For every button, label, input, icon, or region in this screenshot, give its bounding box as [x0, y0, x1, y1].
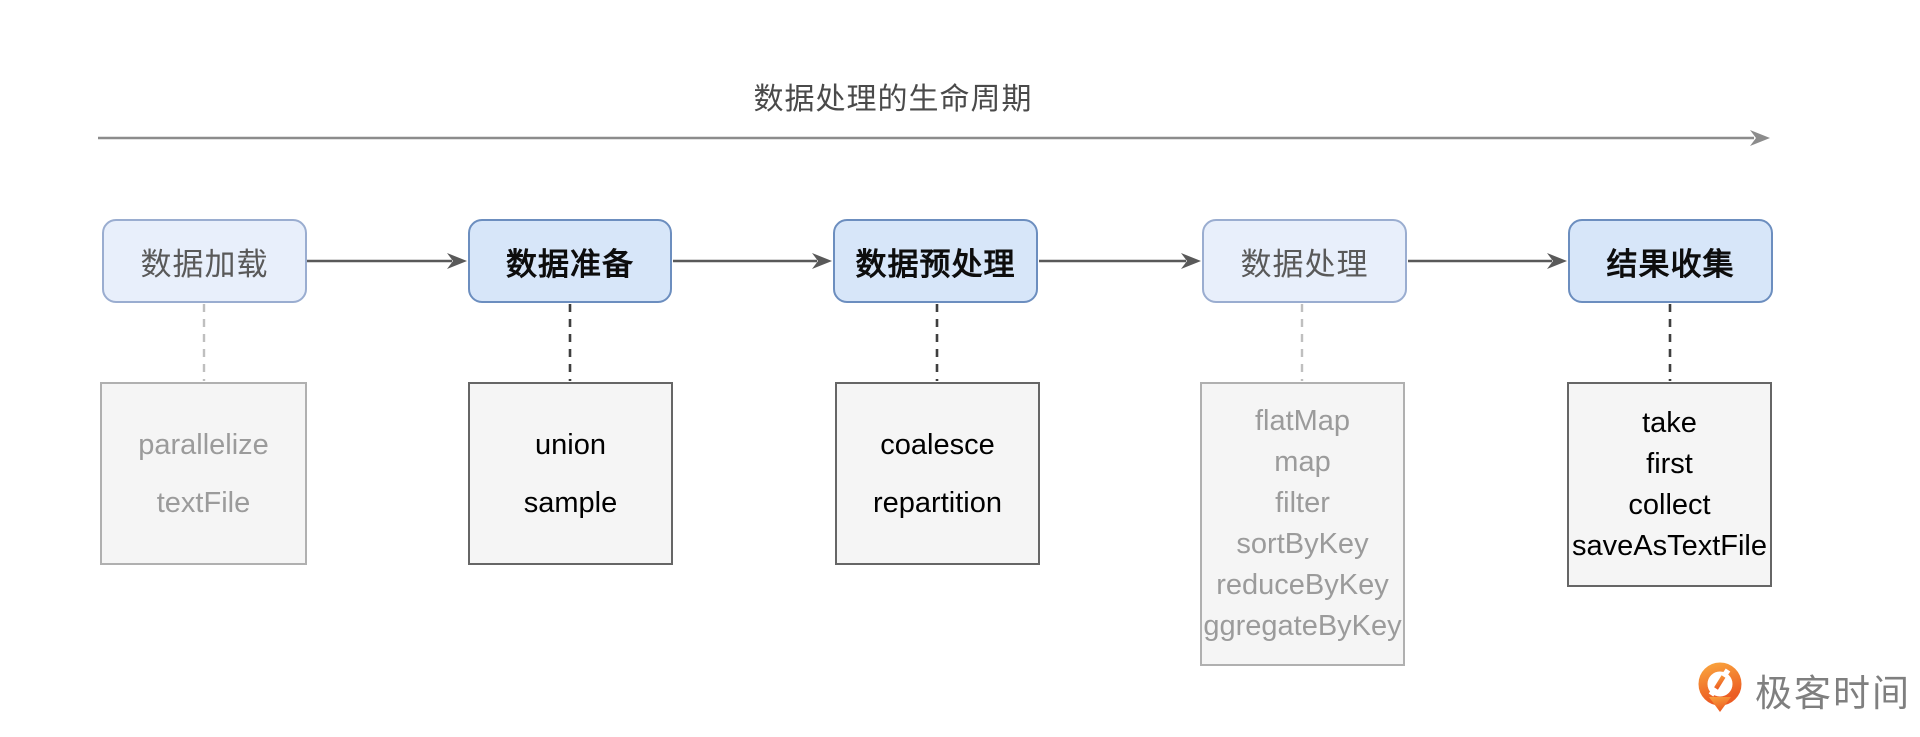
- method-item: map: [1274, 446, 1331, 478]
- stage-label: 数据处理: [1240, 246, 1369, 282]
- stage-label: 数据预处理: [855, 246, 1016, 282]
- stage-box-data-prepare: 数据准备: [468, 219, 672, 303]
- method-item: sortByKey: [1236, 528, 1369, 560]
- method-item: take: [1642, 406, 1697, 439]
- method-item: union: [535, 428, 606, 461]
- method-item: reduceByKey: [1216, 569, 1389, 601]
- stage-box-result-collect: 结果收集: [1568, 219, 1773, 303]
- method-item: coalesce: [880, 428, 995, 461]
- method-item: sample: [523, 486, 618, 519]
- diagram-title: 数据处理的生命周期: [753, 83, 1033, 116]
- method-item: flatMap: [1254, 405, 1351, 437]
- lifecycle-arrow: [98, 130, 1770, 146]
- brand-logo: 极客时间: [1694, 658, 1911, 722]
- stage-label: 数据加载: [140, 246, 269, 282]
- method-item: parallelize: [138, 428, 269, 461]
- geektime-pin-icon: [1698, 662, 1742, 712]
- method-item: first: [1646, 447, 1693, 480]
- stage-connector-arrow-4: [1408, 253, 1567, 269]
- method-box-data-load: parallelize textFile: [100, 382, 307, 565]
- method-item: collect: [1628, 488, 1711, 521]
- method-item: textFile: [156, 486, 251, 519]
- stage-box-data-preprocess: 数据预处理: [833, 219, 1038, 303]
- stage-box-data-process: 数据处理: [1202, 219, 1407, 303]
- method-box-data-preprocess: coalesce repartition: [835, 382, 1040, 565]
- stage-label: 数据准备: [506, 246, 634, 282]
- brand-text: 极客时间: [1755, 673, 1911, 714]
- method-item: repartition: [873, 486, 1002, 519]
- stage-box-data-load: 数据加载: [102, 219, 307, 303]
- stage-connector-arrow-3: [1039, 253, 1201, 269]
- method-item: saveAsTextFile: [1571, 529, 1767, 562]
- method-item: filter: [1275, 487, 1330, 519]
- method-item: ggregateByKey: [1203, 610, 1402, 642]
- method-box-data-prepare: union sample: [468, 382, 673, 565]
- stage-connector-arrow-2: [673, 253, 832, 269]
- method-box-result-collect: take first collect saveAsTextFile: [1567, 382, 1772, 587]
- stage-connector-arrow-1: [307, 253, 467, 269]
- method-box-data-process: flatMap map filter sortByKey reduceByKey…: [1200, 382, 1405, 666]
- stage-label: 结果收集: [1606, 246, 1735, 282]
